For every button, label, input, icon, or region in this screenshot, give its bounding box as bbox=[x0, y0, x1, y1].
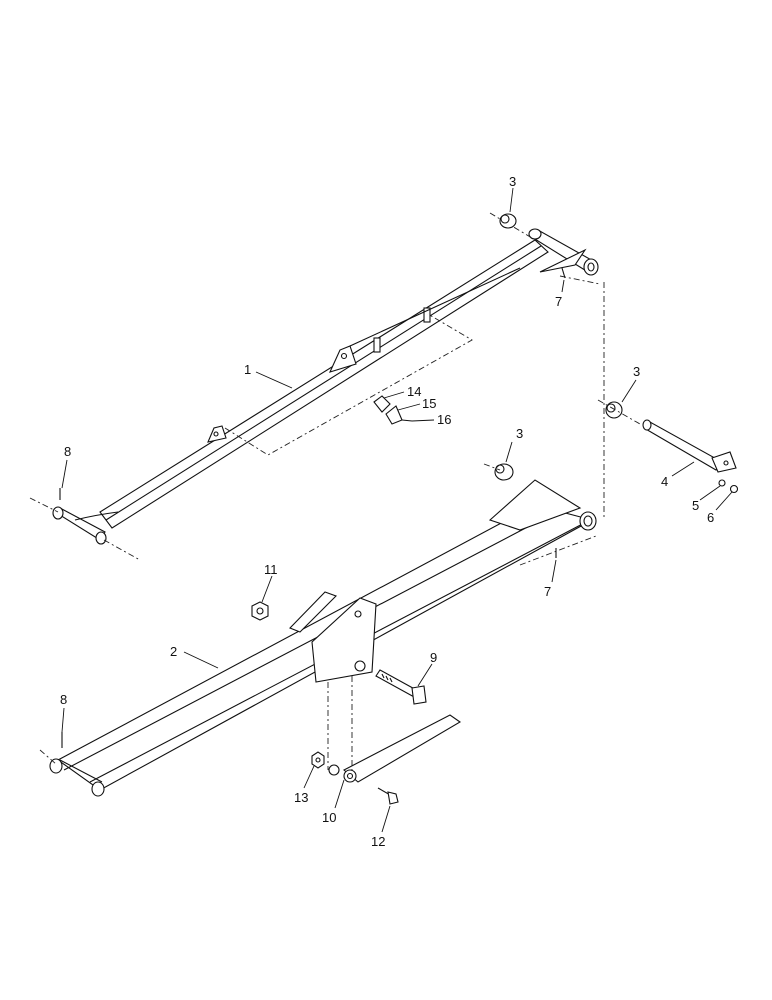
upper-arm bbox=[52, 228, 599, 545]
assembly-lines bbox=[29, 275, 641, 772]
washer-5 bbox=[718, 479, 726, 487]
nut-6 bbox=[729, 484, 739, 494]
callout-1: 1 bbox=[244, 362, 251, 377]
bushing-3-lower bbox=[494, 463, 514, 481]
callout-4: 4 bbox=[661, 474, 668, 489]
callout-3a: 3 bbox=[509, 174, 516, 189]
callout-2: 2 bbox=[170, 644, 177, 659]
callout-13: 13 bbox=[294, 790, 308, 805]
callout-10: 10 bbox=[322, 810, 336, 825]
pin-4 bbox=[642, 419, 737, 473]
callout-12: 12 bbox=[371, 834, 385, 849]
bushing-3-top bbox=[489, 212, 533, 239]
callout-3b: 3 bbox=[633, 364, 640, 379]
callout-11: 11 bbox=[264, 562, 278, 577]
callout-numbers: 1 2 3 3 3 4 5 6 7 7 8 8 9 10 11 12 13 14… bbox=[60, 174, 714, 849]
bushing-3-right bbox=[605, 401, 623, 419]
callout-7a: 7 bbox=[555, 294, 562, 309]
callout-15: 15 bbox=[422, 396, 436, 411]
bolt-9 bbox=[375, 669, 427, 705]
grease-fitting-7-top bbox=[561, 267, 566, 279]
callout-14: 14 bbox=[407, 384, 421, 399]
bracket-10 bbox=[328, 714, 462, 783]
callout-6: 6 bbox=[707, 510, 714, 525]
clamp-14-15-16 bbox=[373, 395, 413, 425]
lower-arm bbox=[49, 479, 597, 797]
callout-16: 16 bbox=[437, 412, 451, 427]
callout-7b: 7 bbox=[544, 584, 551, 599]
nut-13 bbox=[311, 751, 325, 769]
callout-3c: 3 bbox=[516, 426, 523, 441]
bolt-12 bbox=[377, 787, 399, 805]
leader-lines bbox=[61, 187, 733, 833]
callout-5: 5 bbox=[692, 498, 699, 513]
nut-11 bbox=[251, 601, 269, 621]
callout-8b: 8 bbox=[60, 692, 67, 707]
callout-9: 9 bbox=[430, 650, 437, 665]
callout-8a: 8 bbox=[64, 444, 71, 459]
